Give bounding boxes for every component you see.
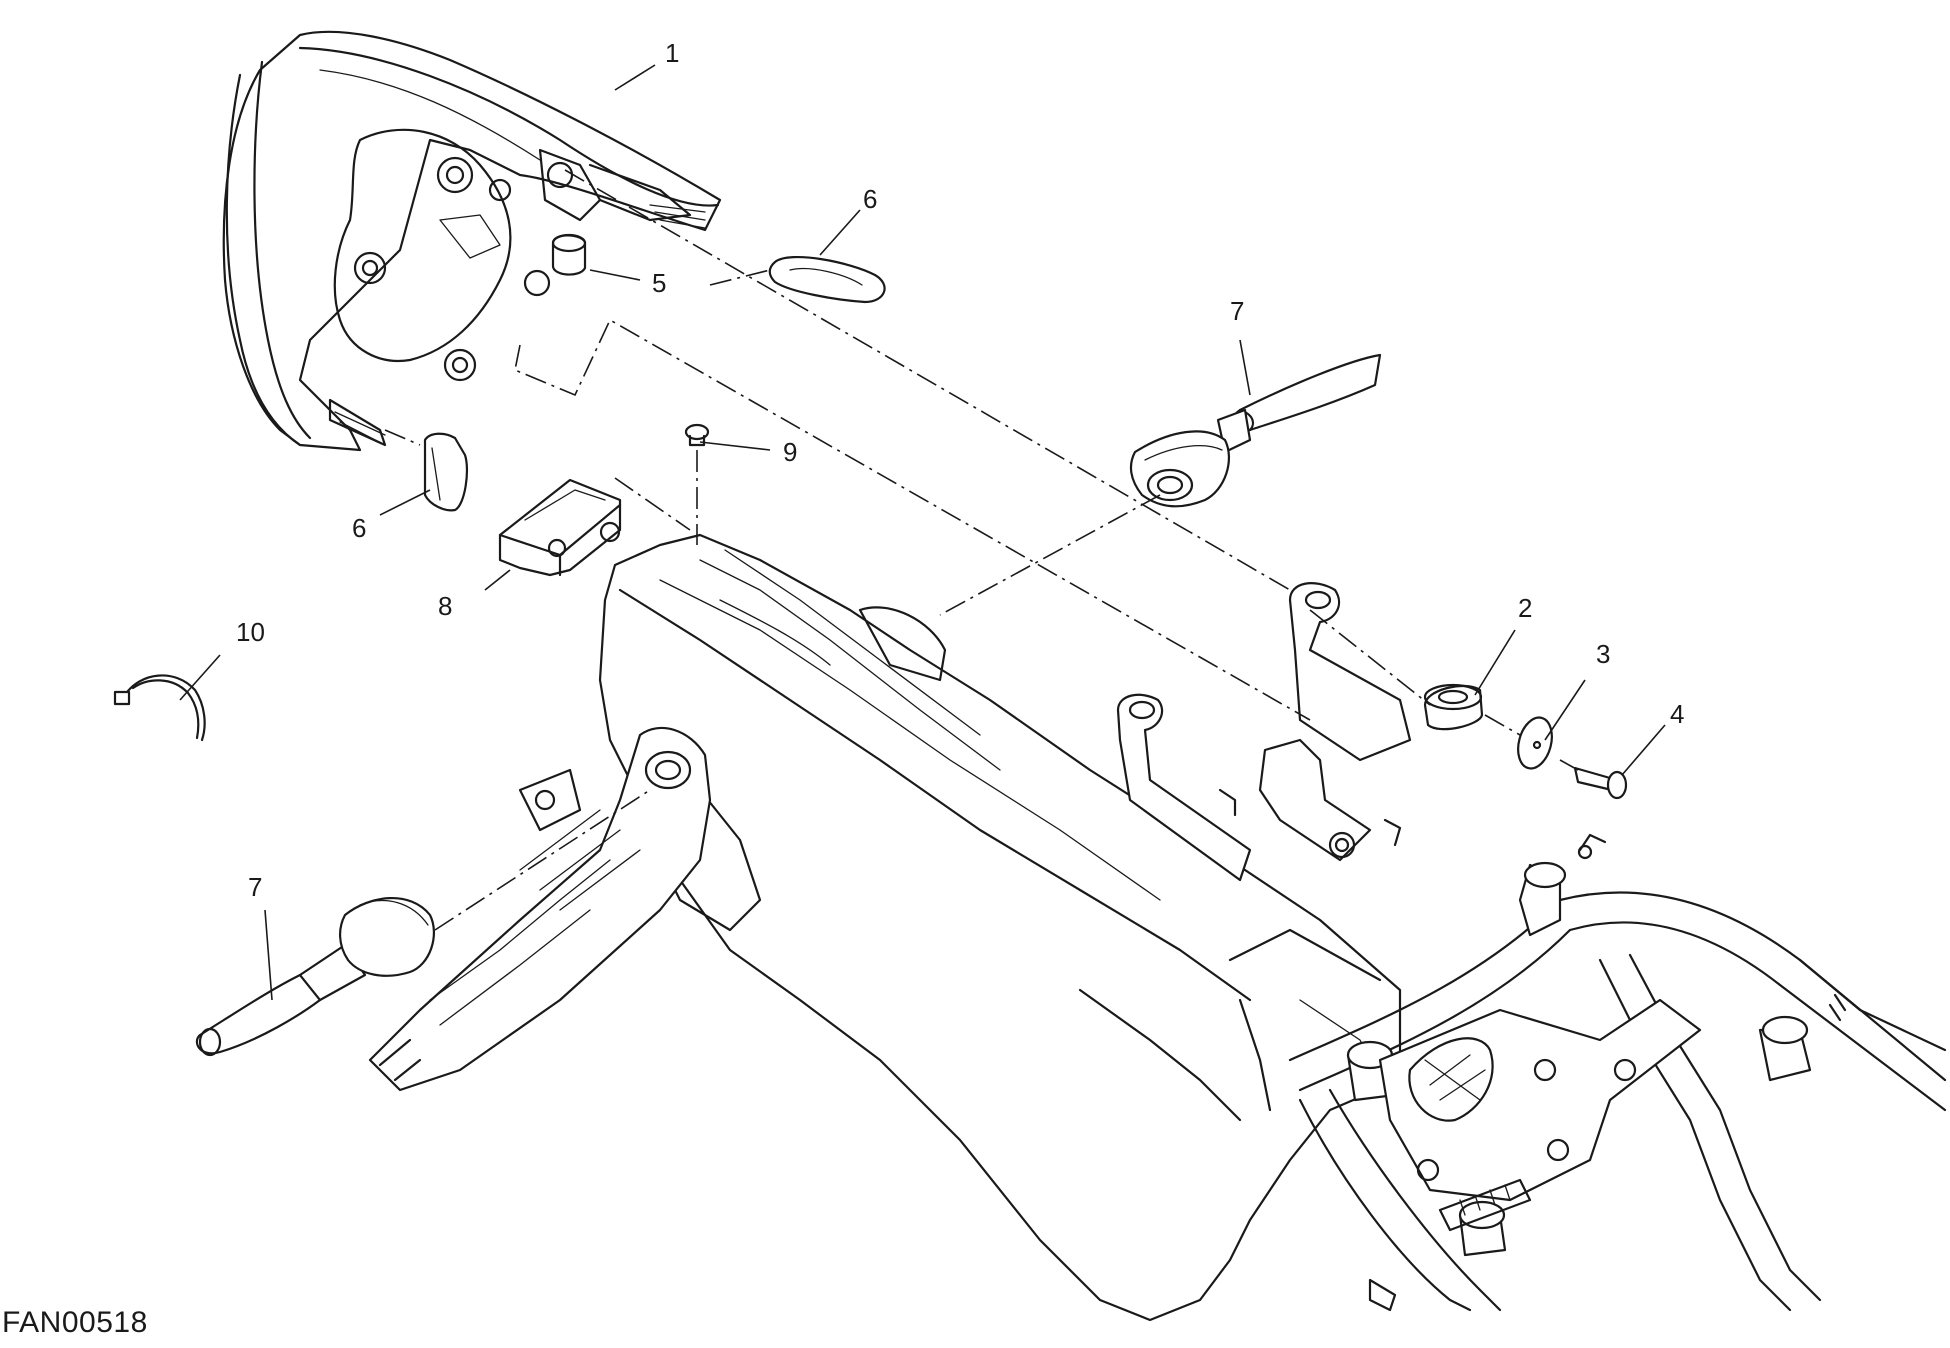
- indicator-7-upper: [1129, 353, 1382, 508]
- module-8: [498, 478, 622, 577]
- callout-4: 4: [1670, 699, 1684, 729]
- callout-2: 2: [1518, 593, 1532, 623]
- callout-6-upper: 6: [863, 184, 877, 214]
- callout-9: 9: [783, 437, 797, 467]
- callout-labels: 1 2 3 4 5 6 6 7 7 8 9 10: [236, 38, 1684, 902]
- rear-brackets: [1116, 582, 1412, 882]
- cap-6-lower: [423, 432, 469, 512]
- callout-8: 8: [438, 591, 452, 621]
- drawing-code: FAN00518: [2, 1306, 148, 1339]
- callout-5: 5: [652, 268, 666, 298]
- rear-subframe: [598, 533, 1402, 1322]
- grommet-2: [1423, 683, 1484, 731]
- leader-lines: [179, 64, 1666, 1001]
- indicator-7-lower: [195, 896, 435, 1057]
- cap-6-upper: [768, 255, 886, 304]
- screw-4: [1573, 766, 1628, 800]
- callout-7-lower: 7: [248, 872, 262, 902]
- callout-7-upper: 7: [1230, 296, 1244, 326]
- callout-10: 10: [236, 617, 265, 647]
- assembly-lines: [384, 169, 1579, 931]
- screw-9: [684, 423, 710, 447]
- cable-tie-10: [113, 674, 206, 742]
- left-indicator-bracket: [368, 726, 712, 1092]
- callout-1: 1: [665, 38, 679, 68]
- callout-6-lower: 6: [352, 513, 366, 543]
- tail-light-assembly: [222, 30, 722, 452]
- grommet-5: [551, 233, 587, 276]
- washer-3: [1517, 716, 1553, 770]
- callout-3: 3: [1596, 639, 1610, 669]
- seat-support-plate: [1378, 998, 1702, 1232]
